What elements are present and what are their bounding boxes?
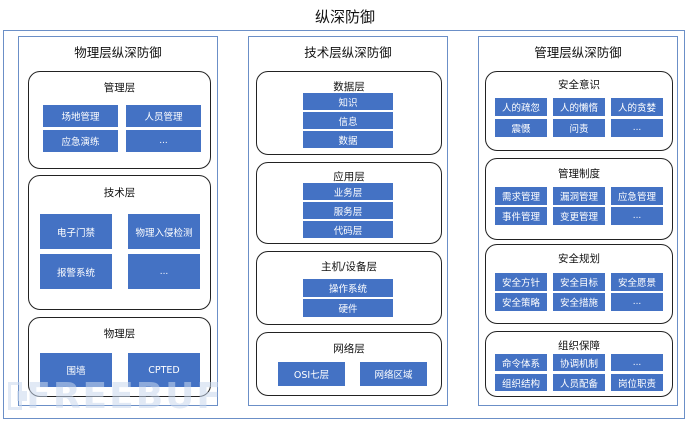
diagram-title: 纵深防御: [314, 8, 375, 26]
item-box: ...: [611, 293, 663, 311]
group-data: 数据层 知识 信息 数据: [256, 71, 442, 155]
item-box: 报警系统: [40, 254, 112, 289]
item-box: 人的懒惰: [553, 98, 605, 116]
item-box: 命令体系: [495, 354, 547, 371]
item-box: 操作系统: [303, 279, 393, 297]
group-security-awareness: 安全意识 人的疏忽 人的懒惰 人的贪婪 震慑 问责 ...: [485, 71, 673, 151]
item-box: 需求管理: [495, 187, 547, 205]
item-box: 安全策略: [495, 293, 547, 311]
item-box: 问责: [553, 119, 605, 137]
item-box: ...: [128, 254, 200, 289]
item-box: 人的贪婪: [611, 98, 663, 116]
item-box: ...: [611, 207, 663, 225]
group-title: 主机/设备层: [320, 261, 378, 273]
group-title: 组织保障: [558, 340, 600, 352]
group-title: 技术层: [103, 187, 136, 199]
group-network: 网络层 OSI七层 网络区域: [256, 332, 442, 396]
group-organization-support: 组织保障 命令体系 协调机制 ... 组织结构 人员配备 岗位职责: [485, 331, 673, 397]
group-title: 物理层: [103, 328, 136, 340]
watermark-logo-icon: [8, 382, 28, 410]
group-management-system: 管理制度 需求管理 漏洞管理 应急管理 事件管理 变更管理 ...: [485, 158, 673, 240]
item-box: 应急管理: [611, 187, 663, 205]
item-box: 协调机制: [553, 354, 605, 371]
item-box: 事件管理: [495, 207, 547, 225]
watermark: FREEBUF: [8, 374, 223, 418]
group-title: 数据层: [333, 81, 365, 93]
item-box: 应急演练: [43, 130, 118, 152]
group-host-device: 主机/设备层 操作系统 硬件: [256, 251, 442, 325]
diagram-frame: [3, 30, 685, 419]
group-management: 管理层 场地管理 人员管理 应急演练 ...: [28, 71, 211, 169]
physical-defense-column: 物理层纵深防御 管理层 场地管理 人员管理 应急演练 ... 技术层 电子门禁 …: [18, 36, 218, 406]
item-box: 代码层: [303, 221, 393, 238]
item-box: 围墙: [40, 353, 112, 387]
group-title: 应用层: [333, 171, 365, 183]
group-technical: 技术层 电子门禁 物理入侵检测 报警系统 ...: [28, 175, 211, 310]
technical-defense-column: 技术层纵深防御 数据层 知识 信息 数据 应用层 业务层 服务层 代码层 主机/…: [248, 36, 448, 406]
group-title: 安全意识: [558, 79, 600, 91]
item-box: OSI七层: [278, 362, 345, 386]
item-box: 人员管理: [126, 105, 201, 127]
item-box: 电子门禁: [40, 214, 112, 249]
item-box: 物理入侵检测: [128, 214, 200, 249]
item-box: 岗位职责: [611, 374, 663, 391]
item-box: CPTED: [128, 353, 200, 387]
column-title: 管理层纵深防御: [534, 45, 622, 60]
item-box: ...: [611, 354, 663, 371]
item-box: 知识: [303, 93, 393, 110]
item-box: 安全愿景: [611, 273, 663, 291]
item-box: 漏洞管理: [553, 187, 605, 205]
group-application: 应用层 业务层 服务层 代码层: [256, 162, 442, 244]
column-title: 技术层纵深防御: [304, 45, 392, 60]
item-box: 震慑: [495, 119, 547, 137]
item-box: 安全措施: [553, 293, 605, 311]
item-box: 网络区域: [360, 362, 427, 386]
item-box: 硬件: [303, 299, 393, 317]
watermark-text: FREEBUF: [26, 375, 223, 417]
item-box: ...: [126, 130, 201, 152]
group-title: 管理层: [103, 82, 136, 94]
item-box: 组织结构: [495, 374, 547, 391]
group-physical: 物理层 围墙 CPTED: [28, 317, 211, 397]
group-security-planning: 安全规划 安全方针 安全目标 安全愿景 安全策略 安全措施 ...: [485, 244, 673, 324]
group-title: 安全规划: [558, 253, 600, 265]
item-box: 人的疏忽: [495, 98, 547, 116]
item-box: 安全方针: [495, 273, 547, 291]
group-title: 管理制度: [558, 168, 600, 180]
group-title: 网络层: [333, 343, 365, 355]
item-box: 人员配备: [553, 374, 605, 391]
item-box: ...: [611, 119, 663, 137]
item-box: 数据: [303, 131, 393, 148]
management-defense-column: 管理层纵深防御 安全意识 人的疏忽 人的懒惰 人的贪婪 震慑 问责 ... 管理…: [478, 36, 678, 406]
item-box: 业务层: [303, 183, 393, 200]
column-title: 物理层纵深防御: [74, 45, 162, 60]
item-box: 信息: [303, 112, 393, 129]
item-box: 服务层: [303, 202, 393, 219]
item-box: 变更管理: [553, 207, 605, 225]
item-box: 场地管理: [43, 105, 118, 127]
item-box: 安全目标: [553, 273, 605, 291]
